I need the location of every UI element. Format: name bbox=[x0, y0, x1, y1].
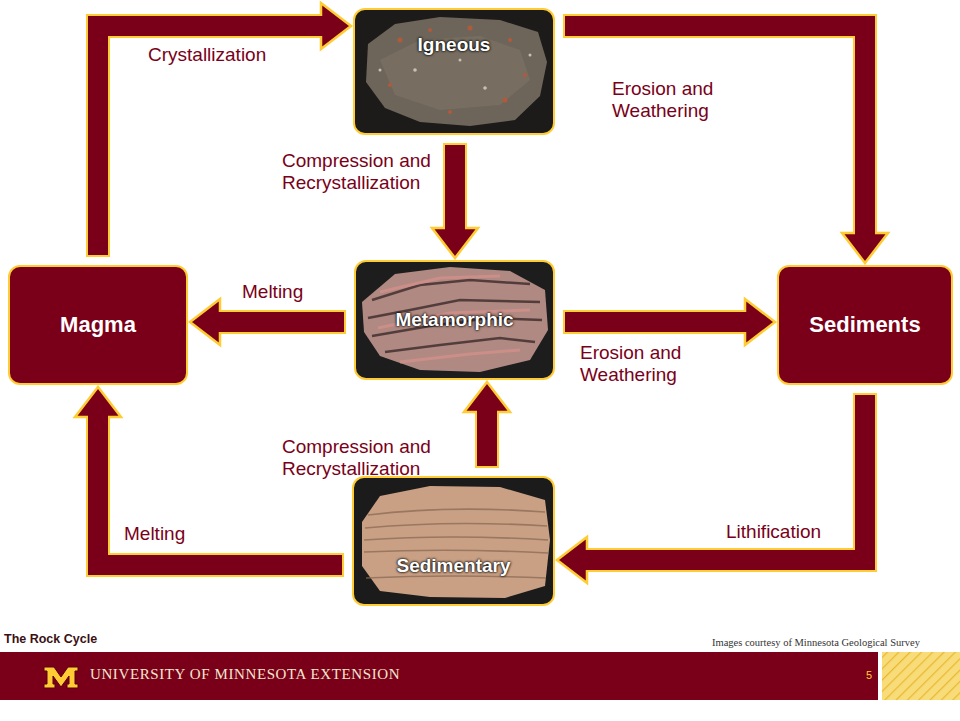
photo-ground bbox=[353, 477, 554, 605]
edge-label: Crystallization bbox=[148, 44, 266, 66]
edge-label: Erosion and Weathering bbox=[580, 342, 740, 386]
rock-name: Igneous bbox=[418, 34, 491, 57]
photo-ground bbox=[355, 261, 554, 379]
edge-label: Compression and Recrystallization bbox=[282, 436, 447, 480]
edge-label: Melting bbox=[124, 523, 185, 545]
rock-name: Metamorphic bbox=[395, 309, 513, 332]
rock-specks bbox=[388, 26, 527, 115]
arrow-shaft bbox=[98, 26, 323, 245]
rock-name: Sedimentary bbox=[396, 555, 510, 578]
rock-layers bbox=[364, 509, 548, 578]
edge-label: Erosion and Weathering bbox=[612, 78, 772, 122]
rock-photo-box: Igneous bbox=[353, 8, 555, 135]
sedimentary-rock bbox=[362, 486, 550, 598]
image-credit: Images courtesy of Minnesota Geological … bbox=[712, 637, 920, 648]
rock-photo-box: Metamorphic bbox=[354, 260, 555, 380]
arrow-shaft bbox=[575, 26, 865, 235]
edge-label: Lithification bbox=[726, 521, 821, 543]
cycle-arrow bbox=[98, 3, 351, 245]
igneous-rock bbox=[366, 17, 547, 126]
cycle-arrow bbox=[557, 405, 865, 583]
edge-label: Melting bbox=[242, 281, 303, 303]
arrow-shaft bbox=[575, 312, 747, 332]
slide-title: The Rock Cycle bbox=[4, 632, 97, 646]
stage-box: Magma bbox=[8, 265, 188, 385]
photo-ground bbox=[354, 9, 554, 134]
arrow-shaft bbox=[445, 155, 465, 230]
metamorphic-rock bbox=[362, 267, 548, 372]
arrow-outline bbox=[575, 26, 865, 233]
footer-bar bbox=[0, 652, 878, 700]
cycle-arrow bbox=[575, 26, 888, 263]
rock-foliation bbox=[368, 280, 542, 352]
footer-hatch bbox=[882, 652, 960, 700]
stage-name: Sediments bbox=[809, 312, 920, 338]
stage-name: Magma bbox=[60, 312, 136, 338]
organization-name: UNIVERSITY OF MINNESOTA EXTENSION bbox=[90, 666, 400, 683]
arrow-outline bbox=[98, 26, 321, 245]
arrow-shaft bbox=[477, 410, 497, 456]
arrow-shaft bbox=[218, 312, 334, 332]
edge-label: Compression and Recrystallization bbox=[282, 150, 447, 194]
cycle-arrow bbox=[464, 382, 510, 456]
stage-box: Sediments bbox=[777, 265, 953, 385]
cycle-arrow bbox=[190, 299, 334, 345]
page-number: 5 bbox=[866, 669, 872, 681]
arrow-shaft bbox=[585, 405, 865, 560]
rock-bands bbox=[378, 276, 530, 362]
cycle-arrow bbox=[575, 299, 775, 345]
arrow-outline bbox=[587, 405, 865, 560]
rock-photo-box: Sedimentary bbox=[352, 476, 555, 606]
cycle-arrow bbox=[432, 155, 478, 258]
rock-specks-light bbox=[379, 54, 532, 90]
university-logo bbox=[44, 667, 78, 688]
